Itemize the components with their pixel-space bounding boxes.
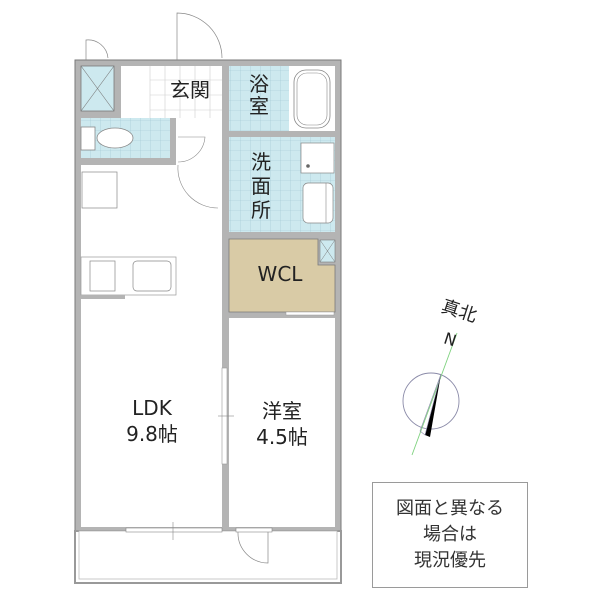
room-label-entrance: 玄関 xyxy=(170,78,210,102)
wcl-area xyxy=(228,238,336,313)
washroom-label-line3: 所 xyxy=(251,198,271,222)
entrance-area xyxy=(121,66,222,118)
room-label-washroom: 洗 面 所 xyxy=(246,150,276,222)
western-room-size: 4.5帖 xyxy=(256,425,308,449)
compass-icon xyxy=(402,332,460,456)
bath-area xyxy=(229,66,289,131)
bath-label-line2: 室 xyxy=(249,94,269,118)
bath-label-line1: 浴 xyxy=(249,72,269,96)
disclaimer-line1: 図面と異なる xyxy=(396,498,504,519)
fridge-icon xyxy=(81,171,118,209)
room-label-western: 洋室 4.5帖 xyxy=(247,398,317,450)
room-label-ldk: LDK 9.8帖 xyxy=(117,395,187,447)
washroom-label-line1: 洗 xyxy=(251,150,271,174)
ldk-label: LDK xyxy=(132,396,172,420)
disclaimer-box: 図面と異なる 場合は 現況優先 xyxy=(372,482,528,588)
ldk-area xyxy=(81,165,222,527)
bathtub-icon xyxy=(293,69,331,129)
disclaimer-line3: 現況優先 xyxy=(414,550,486,571)
balcony-door-swing xyxy=(237,531,269,564)
kitchen-sink-icon xyxy=(132,260,172,292)
western-room-label: 洋室 xyxy=(262,399,302,423)
disclaimer-line2: 場合は xyxy=(423,524,477,545)
ldk-size: 9.8帖 xyxy=(126,422,178,446)
western-room-area xyxy=(229,318,335,527)
entrance-door-swing xyxy=(176,12,223,60)
stove-icon xyxy=(89,260,116,292)
washer-space xyxy=(300,142,335,174)
shaft-door-swing xyxy=(85,39,109,60)
room-label-wcl: WCL xyxy=(257,262,303,286)
toilet-icon xyxy=(96,127,134,149)
washroom-label-line2: 面 xyxy=(251,174,271,198)
ldk-window xyxy=(125,527,223,533)
sink-icon xyxy=(302,182,334,224)
room-label-bath: 浴 室 xyxy=(244,73,274,117)
